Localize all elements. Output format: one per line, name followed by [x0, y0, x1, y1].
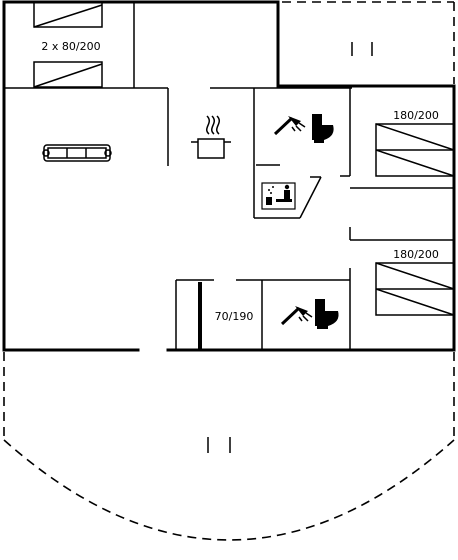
bedroom-2-bed-label: 180/200 — [393, 248, 439, 261]
bed-icon — [33, 1, 103, 28]
bed-icon — [375, 123, 455, 177]
cooking-pot-icon — [191, 115, 231, 159]
bunk-bed-label: 2 x 80/200 — [41, 40, 100, 53]
bed-icon — [33, 61, 103, 88]
small-bed-label: 70/190 — [215, 310, 254, 323]
bed-icon — [375, 262, 455, 316]
shower-icon — [273, 116, 306, 136]
bedroom-1-bed-label: 180/200 — [393, 109, 439, 122]
terrace-top — [282, 1, 455, 84]
interior-walls — [4, 2, 454, 350]
terrace-bottom — [3, 352, 455, 541]
sofa-icon — [42, 144, 112, 162]
toilet-icon — [315, 299, 339, 329]
toilet-icon — [312, 114, 334, 143]
shower-icon — [280, 306, 313, 326]
sauna-icon — [261, 182, 296, 210]
